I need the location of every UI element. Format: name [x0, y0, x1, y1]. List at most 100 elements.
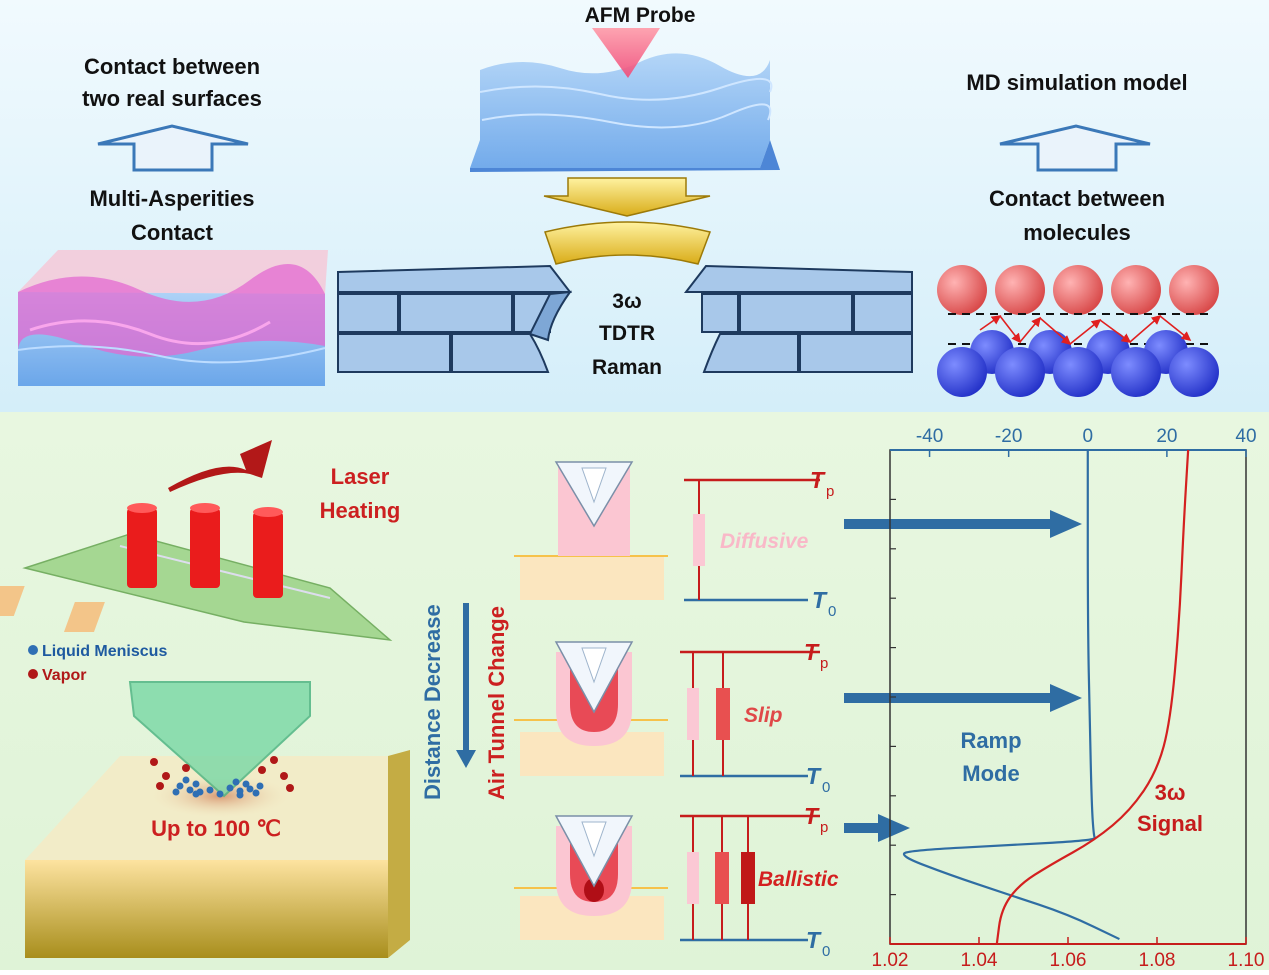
t0-subscript: 0 — [822, 779, 830, 796]
regime-arrow-head-icon — [1050, 510, 1082, 538]
thermal-resistor — [687, 688, 699, 740]
signal-line — [995, 449, 1190, 945]
phonon-path-segment — [1159, 315, 1192, 341]
meniscus-dot — [236, 791, 244, 799]
thermal-resistor — [716, 688, 730, 740]
vapor-dot — [150, 758, 158, 766]
t0-subscript: 0 — [828, 603, 836, 620]
blue-molecule — [1169, 347, 1219, 397]
regime-arrow-head-icon — [878, 814, 910, 842]
blue-molecule — [937, 347, 987, 397]
contact-real-line2: two real surfaces — [82, 86, 262, 111]
meniscus-dot — [242, 780, 250, 788]
meniscus-dot — [186, 786, 194, 794]
contact-real-line1: Contact between — [84, 54, 260, 79]
top-tick-label: -40 — [916, 426, 943, 447]
afm-surface-illustration — [470, 53, 780, 172]
red-molecule — [1053, 265, 1103, 315]
blue-molecule — [995, 347, 1045, 397]
molecule-model — [937, 265, 1219, 397]
meniscus-dot — [206, 786, 214, 794]
up-arrow-right-icon — [999, 124, 1151, 172]
bottom-tick-label: 1.02 — [872, 950, 909, 970]
red-molecule — [1111, 265, 1161, 315]
heated-substrate — [25, 750, 410, 958]
wall-right — [683, 264, 913, 373]
legend-vapor: Vapor — [42, 667, 86, 684]
air-tunnel-label: Air Tunnel Change — [484, 606, 509, 800]
substrate-block — [520, 556, 664, 600]
tp-subscript: p — [820, 819, 828, 836]
phonon-path-segment — [1019, 316, 1042, 343]
top-tick-label: 20 — [1156, 426, 1177, 447]
contact-mol-line2: molecules — [1023, 220, 1131, 245]
meniscus-dot — [216, 790, 224, 798]
phonon-path-segment — [1099, 319, 1132, 343]
regime-arrow-head-icon — [1050, 684, 1082, 712]
bottom-tick-label: 1.04 — [961, 950, 998, 970]
gold-down-arrow-icon — [543, 177, 711, 217]
ramp-label-1: Ramp — [960, 728, 1021, 753]
blue-molecule — [1053, 347, 1103, 397]
vapor-dot — [286, 784, 294, 792]
tip-facet-icon — [581, 467, 607, 504]
tp-label: T — [810, 467, 826, 493]
gold-lens-icon — [544, 221, 712, 265]
red-molecule — [1169, 265, 1219, 315]
t0-label: T — [806, 927, 822, 953]
red-molecule — [995, 265, 1045, 315]
distance-arrow-head-icon — [456, 750, 476, 768]
curved-arrow-icon — [168, 440, 272, 492]
regime-label: Ballistic — [758, 868, 839, 891]
vapor-dot — [270, 756, 278, 764]
meniscus-dot — [176, 782, 184, 790]
meniscus-dot-icon — [28, 645, 38, 655]
top-tick-label: 40 — [1235, 426, 1256, 447]
thermal-resistor — [687, 852, 699, 904]
phonon-path-segment — [1069, 319, 1102, 345]
meniscus-dot — [232, 778, 240, 786]
regime-label: Diffusive — [720, 530, 809, 553]
ramp-label-2: Mode — [962, 761, 1019, 786]
tip-facet-icon — [581, 821, 607, 858]
method-raman: Raman — [592, 356, 662, 379]
meniscus-dot — [182, 776, 190, 784]
multi-asperity-box — [17, 250, 328, 386]
probe-tip-icon — [128, 681, 311, 798]
tp-label: T — [804, 803, 820, 829]
red-molecule — [937, 265, 987, 315]
md-model-label: MD simulation model — [966, 70, 1187, 95]
thermal-resistor — [715, 852, 729, 904]
method-3omega: 3ω — [612, 290, 641, 313]
distance-decrease-label: Distance Decrease — [420, 604, 445, 800]
thermal-resistor — [693, 514, 705, 566]
laser-line2: Heating — [320, 498, 401, 523]
legend-meniscus: Liquid Meniscus — [42, 643, 167, 660]
phonon-path-segment — [1039, 317, 1072, 346]
meniscus-dot — [192, 790, 200, 798]
up-arrow-left-icon — [97, 124, 249, 172]
t0-subscript: 0 — [822, 943, 830, 960]
phonon-path-segment — [1129, 314, 1162, 343]
vapor-dot — [182, 764, 190, 772]
tp-label: T — [804, 639, 820, 665]
t0-label: T — [812, 587, 828, 613]
afm-probe-label: AFM Probe — [585, 4, 696, 27]
laser-line1: Laser — [331, 464, 390, 489]
method-tdtr: TDTR — [599, 322, 655, 345]
vapor-dot — [280, 772, 288, 780]
vapor-dot — [162, 772, 170, 780]
phonon-path-segment — [979, 315, 1002, 331]
top-tick-label: 0 — [1082, 426, 1093, 447]
blue-molecule — [1111, 347, 1161, 397]
t0-label: T — [806, 763, 822, 789]
regime-label: Slip — [744, 704, 783, 727]
vapor-dot-icon — [28, 669, 38, 679]
tp-subscript: p — [820, 655, 828, 672]
vapor-dot — [258, 766, 266, 774]
wall-left — [337, 264, 573, 373]
ramp-mode-line — [902, 449, 1120, 941]
